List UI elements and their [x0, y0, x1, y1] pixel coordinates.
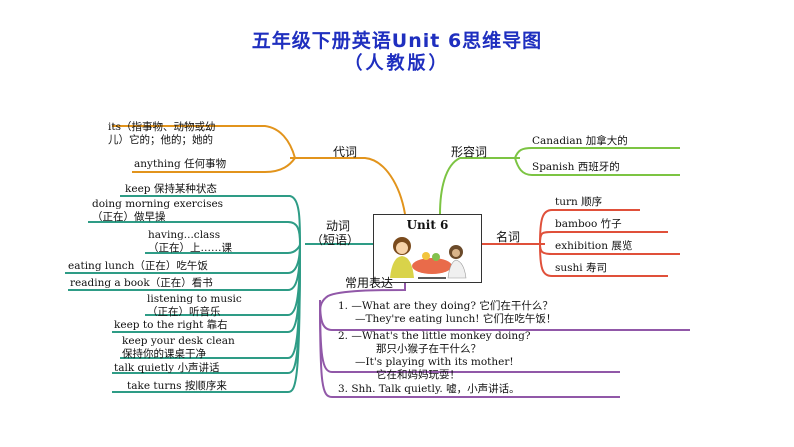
verb-item-keep-right: keep to the right 靠右: [114, 319, 228, 331]
verb-item-morning-exercises-line1: doing morning exercises: [92, 198, 224, 210]
category-adjectives: 形容词: [451, 145, 488, 159]
phrase-item-3: 3. Shh. Talk quietly. 嘘，小声讲话。: [338, 383, 520, 395]
verb-item-talk-quietly: talk quietly 小声讲话: [114, 362, 220, 374]
pronoun-item-its-line2: 儿）它的；他的；她的: [108, 134, 213, 146]
adjective-item-canadian: Canadian 加拿大的: [532, 135, 628, 147]
phrase-item-2: 2. —What's the little monkey doing? 那只小猴…: [338, 330, 531, 382]
pronoun-item-anything: anything 任何事物: [134, 158, 227, 170]
verb-item-desk-clean: keep your desk clean 保持你的课桌干净: [122, 335, 235, 361]
category-nouns: 名词: [496, 230, 521, 244]
mother-and-monkey-icon: [390, 237, 467, 279]
verb-item-eating-lunch: eating lunch（正在）吃午饭: [68, 260, 208, 272]
phrase-item-2-line2: 那只小猴子在干什么？: [376, 343, 481, 355]
verb-item-having-class-line1: having...class: [148, 229, 221, 241]
center-label: Unit 6: [406, 218, 449, 232]
noun-item-exhibition: exhibition 展览: [555, 240, 633, 252]
verb-item-having-class: having...class （正在）上……课: [148, 229, 232, 255]
verb-item-desk-clean-line2: 保持你的课桌干净: [122, 348, 206, 360]
pronoun-connectors: [112, 125, 406, 215]
phrase-item-2-line4: 它在和妈妈玩耍！: [376, 369, 460, 381]
phrase-item-1: 1. —What are they doing? 它们在干什么？ —They'r…: [338, 300, 556, 326]
noun-connectors: [480, 209, 680, 277]
category-verbs-line2: （短语）: [311, 233, 360, 247]
pronoun-item-its: its（指事物、动物或幼 儿）它的；他的；她的: [108, 121, 215, 147]
page-title: 五年级下册英语Unit 6思维导图: [251, 30, 543, 52]
category-pronouns: 代词: [333, 145, 358, 159]
verb-item-listening-music-line2: （正在）听音乐: [147, 306, 221, 318]
noun-item-sushi: sushi 寿司: [555, 262, 607, 274]
adjective-item-spanish: Spanish 西班牙的: [532, 161, 620, 173]
adjective-connectors: [439, 147, 680, 215]
verb-item-having-class-line2: （正在）上……课: [148, 242, 232, 254]
phrase-item-1-line1: 1. —What are they doing? 它们在干什么？: [338, 300, 553, 312]
pronoun-item-its-line1: its（指事物、动物或幼: [108, 121, 216, 133]
verb-item-reading-book: reading a book（正在）看书: [70, 277, 213, 289]
verb-item-take-turns: take turns 按顺序来: [127, 380, 227, 392]
phrase-item-1-line2: —They're eating lunch! 它们在吃午饭！: [355, 313, 557, 325]
verb-item-morning-exercises-line2: （正在）做早操: [92, 211, 166, 223]
phrase-item-2-line3: —It's playing with its mother!: [355, 356, 514, 368]
noun-item-bamboo: bamboo 竹子: [555, 218, 622, 230]
verb-item-morning-exercises: doing morning exercises （正在）做早操: [92, 198, 223, 224]
verb-connectors: [65, 195, 373, 393]
verb-item-listening-music-line1: listening to music: [147, 293, 242, 305]
center-node: Unit 6: [373, 214, 482, 283]
verb-item-listening-music: listening to music （正在）听音乐: [147, 293, 242, 319]
phrase-item-2-line1: 2. —What's the little monkey doing?: [338, 330, 531, 342]
verb-item-desk-clean-line1: keep your desk clean: [122, 335, 235, 347]
category-verbs-line1: 动词: [326, 219, 351, 233]
category-verbs: 动词 （短语）: [311, 219, 359, 247]
noun-item-turn: turn 顺序: [555, 196, 603, 208]
category-phrases: 常用表达: [345, 276, 394, 290]
verb-item-keep: keep 保持某种状态: [125, 183, 217, 195]
page-subtitle: （人教版）: [344, 53, 450, 74]
phrase-connectors: [319, 281, 690, 398]
